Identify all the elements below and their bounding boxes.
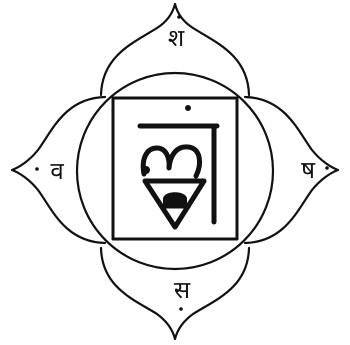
petal-dot-left (35, 167, 39, 171)
petal-dot-bottom (179, 307, 183, 311)
lingam-symbol (163, 192, 187, 206)
la-body-stroke (143, 147, 199, 176)
inverted-triangle-yantra (145, 181, 204, 227)
petal-syllable-left: व (50, 157, 64, 185)
petal-dot-top (177, 15, 181, 19)
earth-square (113, 98, 237, 239)
petal-syllable-bottom: स (174, 276, 191, 304)
petal-syllable-top: श (168, 24, 185, 52)
petal-dots (35, 15, 329, 311)
la-hook-dot (142, 166, 150, 174)
anusvara-dot (185, 105, 191, 111)
petal-dot-right (325, 166, 329, 170)
petal-syllable-right: ष (301, 156, 316, 184)
